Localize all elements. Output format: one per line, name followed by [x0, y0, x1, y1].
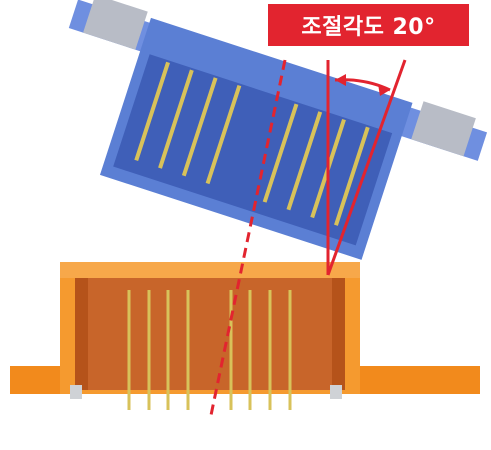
angle-guides	[208, 59, 407, 421]
bottom-connector	[10, 262, 480, 410]
top-connector	[68, 0, 488, 260]
bottom-pins	[127, 290, 292, 410]
angle-label-text: 조절각도 20°	[301, 15, 436, 40]
angle-label: 조절각도 20°	[268, 4, 469, 46]
